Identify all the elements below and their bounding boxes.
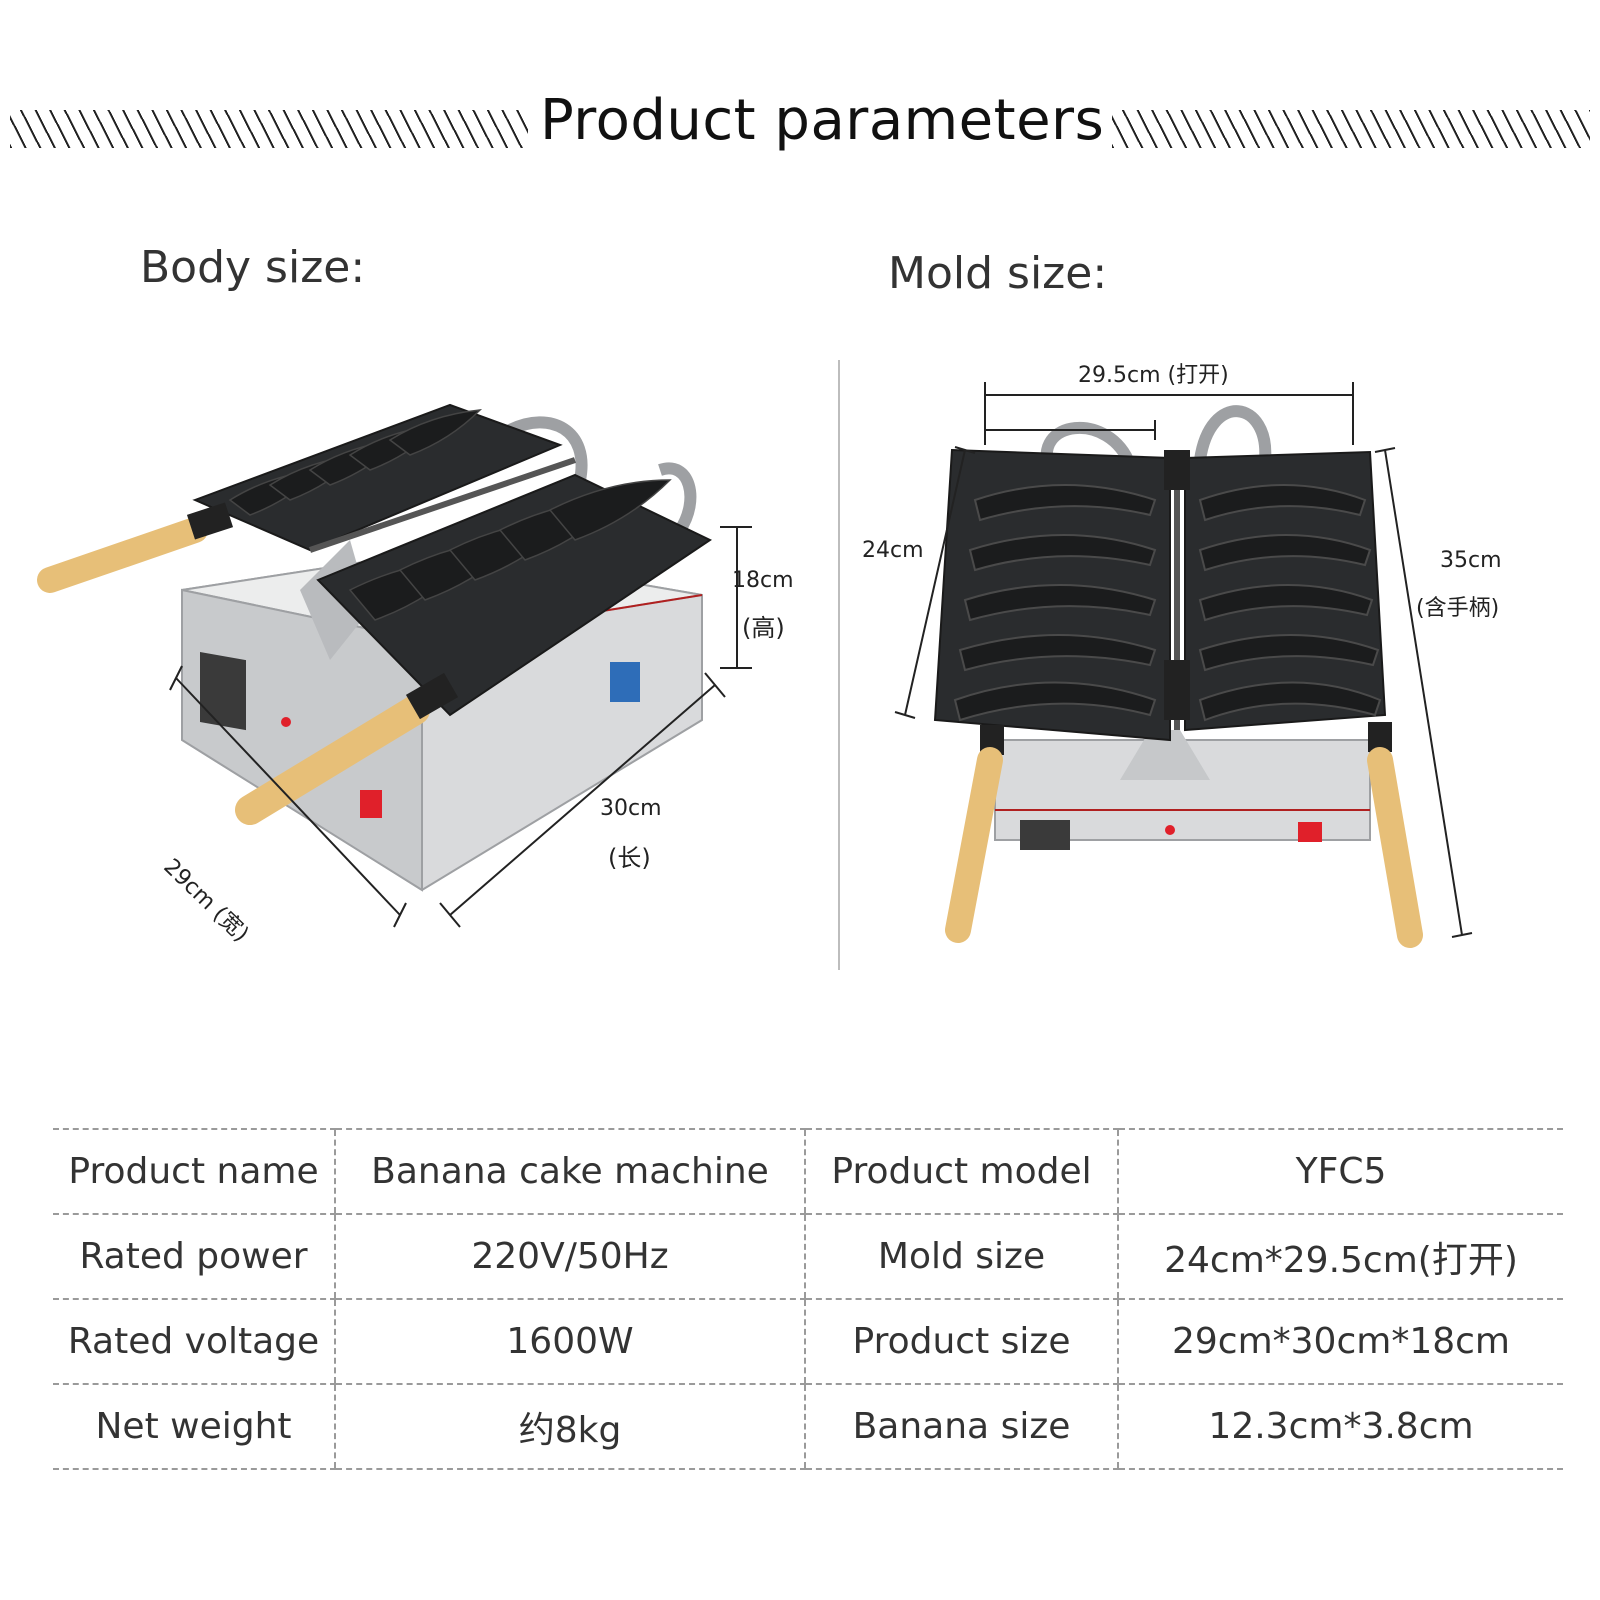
spec-value: Banana cake machine xyxy=(334,1128,805,1215)
page-title: Product parameters xyxy=(540,88,1105,153)
handle-left xyxy=(37,517,208,593)
spec-label: Mold size xyxy=(804,1213,1118,1300)
handle-right xyxy=(235,695,430,825)
table-row: Rated voltage 1600W Product size 29cm*30… xyxy=(53,1298,1563,1385)
table-row: Net weight 约8kg Banana size 12.3cm*3.8cm xyxy=(53,1383,1563,1470)
spec-label: Net weight xyxy=(53,1383,335,1470)
body-size-label: Body size: xyxy=(140,242,366,293)
body-length-note: (长) xyxy=(608,844,651,872)
spec-value: 220V/50Hz xyxy=(334,1213,805,1300)
mold-height-dim: 24cm xyxy=(862,538,924,563)
spec-value: 约8kg xyxy=(334,1383,805,1470)
section-divider xyxy=(838,360,840,970)
mold-total-length-note: (含手柄) xyxy=(1416,596,1500,621)
body-length-dim: 30cm xyxy=(600,796,662,821)
handle-right xyxy=(1367,747,1423,948)
spec-value: 12.3cm*3.8cm xyxy=(1117,1383,1563,1470)
spec-label: Banana size xyxy=(804,1383,1118,1470)
spec-label: Rated power xyxy=(53,1213,335,1300)
mold-machine-illustration xyxy=(894,382,1473,948)
body-height-dim: 18cm xyxy=(732,568,794,593)
body-machine-illustration xyxy=(37,403,752,928)
power-switch-icon xyxy=(360,790,382,818)
decorative-slashes-left xyxy=(10,110,528,148)
spec-value: YFC5 xyxy=(1117,1128,1563,1215)
table-row: Product name Banana cake machine Product… xyxy=(53,1128,1563,1215)
spec-value: 1600W xyxy=(334,1298,805,1385)
spec-label: Product name xyxy=(53,1128,335,1215)
indicator-light-icon xyxy=(281,717,291,727)
power-switch-icon xyxy=(1298,822,1322,842)
page-header: Product parameters xyxy=(10,80,1590,160)
body-height-note: (高) xyxy=(742,614,785,642)
spec-value: 24cm*29.5cm(打开) xyxy=(1117,1213,1563,1300)
mold-size-label: Mold size: xyxy=(888,248,1108,299)
spec-label: Rated voltage xyxy=(53,1298,335,1385)
mold-open-width-dim: 29.5cm (打开) xyxy=(1078,363,1229,388)
spec-label: Product size xyxy=(804,1298,1118,1385)
decorative-slashes-right xyxy=(1112,110,1590,148)
spec-table: Product name Banana cake machine Product… xyxy=(53,1128,1563,1470)
spec-label: Product model xyxy=(804,1128,1118,1215)
handle-left xyxy=(945,747,1003,943)
mold-total-length-dim: 35cm xyxy=(1440,548,1502,573)
indicator-light-icon xyxy=(1165,825,1175,835)
table-row: Rated power 220V/50Hz Mold size 24cm*29.… xyxy=(53,1213,1563,1300)
spec-value: 29cm*30cm*18cm xyxy=(1117,1298,1563,1385)
